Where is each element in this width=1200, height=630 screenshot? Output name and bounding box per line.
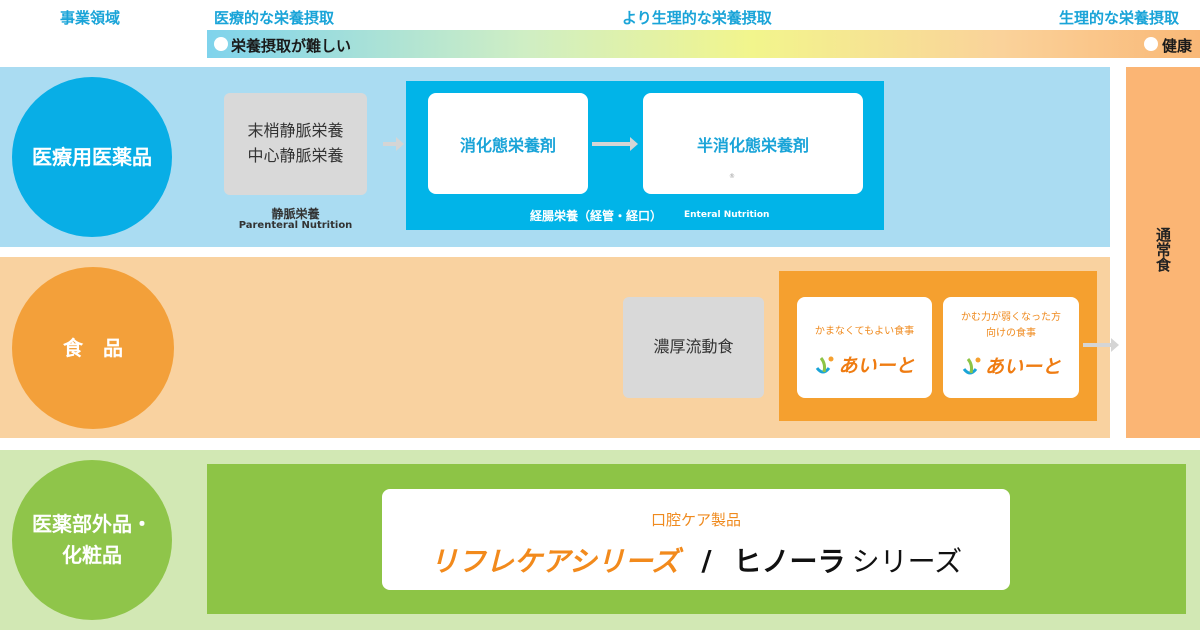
regular-diet-label: 通常食 — [1154, 227, 1172, 272]
pharma-circle: 医療用医薬品 — [12, 77, 172, 237]
pharma-circle-label: 医療用医薬品 — [32, 144, 152, 169]
oral-care-label: 口腔ケア製品 — [650, 511, 741, 529]
quasi-circle-label-1: 医薬部外品・ — [32, 512, 152, 536]
difficult-intake-label: 栄養摂取が難しい — [231, 37, 352, 55]
central-iv-label: 中心静脈栄養 — [247, 146, 344, 165]
aito-logo-text-2: あいーと — [984, 356, 1061, 378]
aito-logo-text-1: あいーと — [838, 355, 915, 377]
quasi-circle-label-2: 化粧品 — [62, 543, 122, 567]
aito-mark-icon — [962, 357, 981, 374]
aito-mark-icon — [816, 356, 834, 373]
intake-gradient-bar: 栄養摂取が難しい 健康 — [207, 30, 1200, 58]
aito-card-2: かむ力が弱くなった方 向けの食事 あいーと — [943, 297, 1079, 398]
semi-digested-card: 半消化態栄養剤 ® — [643, 93, 863, 194]
natural-intake-label: 生理的な栄養摂取 — [1059, 9, 1180, 27]
elemental-diet-label: 消化態栄養剤 — [459, 135, 556, 155]
registered-mark: ® — [729, 173, 735, 180]
hinora-logo: ヒノーラ — [733, 545, 846, 578]
arrow-right-icon — [383, 137, 404, 151]
regular-diet-bar: 通常食 — [1126, 67, 1200, 438]
enteral-caption-en: Enteral Nutrition — [684, 210, 770, 220]
brand-separator: / — [701, 543, 712, 577]
right-dot-icon — [1144, 37, 1158, 51]
domain-header: 事業領域 — [60, 9, 121, 27]
brand-row: リフレケアシリーズ / ヒノーラ シリーズ — [430, 540, 962, 580]
left-dot-icon — [214, 37, 228, 51]
healthy-label: 健康 — [1162, 37, 1193, 55]
arrow-right-icon — [592, 137, 638, 151]
hinora-series-label: シリーズ — [851, 545, 963, 578]
aito-card-1: かまなくてもよい食事 あいーと — [797, 297, 932, 398]
aito-logo-1: あいーと — [814, 351, 915, 378]
semi-digested-label: 半消化態栄養剤 — [696, 135, 809, 155]
arrow-right-icon — [1083, 338, 1119, 352]
peripheral-iv-label: 末梢静脈栄養 — [247, 121, 344, 141]
parenteral-caption: 静脈栄養 — [271, 207, 320, 221]
aito-logo-2: あいーと — [961, 352, 1061, 379]
oral-care-card: 口腔ケア製品 リフレケアシリーズ / ヒノーラ シリーズ — [382, 489, 1010, 590]
refrecare-logo: リフレケアシリーズ — [429, 545, 680, 578]
thick-liquid-label: 濃厚流動食 — [653, 337, 734, 357]
physiological-intake-label: より生理的な栄養摂取 — [622, 9, 772, 27]
parenteral-caption-en: Parenteral Nutrition — [238, 220, 353, 231]
quasi-circle: 医薬部外品・ 化粧品 — [12, 460, 172, 620]
elemental-diet-card: 消化態栄養剤 — [428, 93, 588, 194]
aito-card-1-text: かまなくてもよい食事 — [814, 326, 915, 337]
aito-card-2-text-1: かむ力が弱くなった方 — [961, 312, 1061, 323]
food-circle: 食 品 — [12, 267, 174, 429]
food-circle-label: 食 品 — [63, 335, 123, 360]
aito-card-2-text-2: 向けの食事 — [986, 328, 1036, 339]
thick-liquid-box: 濃厚流動食 — [623, 297, 764, 398]
parenteral-box: 末梢静脈栄養 中心静脈栄養 — [224, 93, 367, 195]
medical-intake-label: 医療的な栄養摂取 — [214, 9, 335, 27]
enteral-caption: 経腸栄養（経管・経口） — [530, 209, 663, 223]
